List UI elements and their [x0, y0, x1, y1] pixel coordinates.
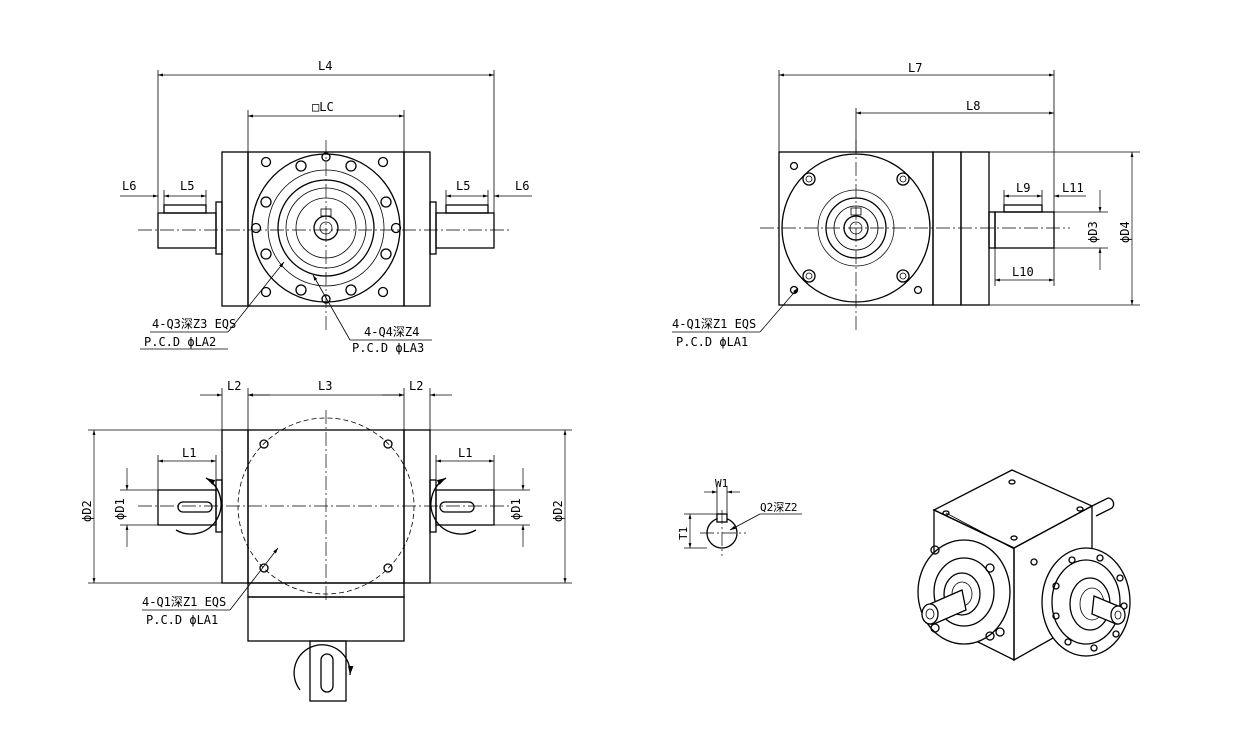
note-front-left-hole: 4-Q3深Z3 EQS — [152, 317, 236, 331]
iso-flange-holes — [1052, 554, 1128, 652]
note-q2: Q2深Z2 — [760, 501, 798, 514]
output-shaft — [309, 640, 347, 702]
dim-d1-right: ϕD1 — [509, 498, 523, 520]
dim-l5-right: L5 — [456, 179, 470, 193]
note-side-pcd: P.C.D ϕLA1 — [676, 335, 748, 349]
dim-l10: L10 — [1012, 265, 1034, 279]
dim-l5-left: L5 — [180, 179, 194, 193]
dim-w1: W1 — [715, 477, 728, 490]
dim-d4: ϕD4 — [1118, 221, 1132, 243]
note-front-right-pcd: P.C.D ϕLA3 — [352, 341, 424, 355]
note-bottom-hole: 4-Q1深Z1 EQS — [142, 595, 226, 609]
dim-l3: L3 — [318, 379, 332, 393]
dim-l2-right: L2 — [409, 379, 423, 393]
dim-l2-left: L2 — [227, 379, 241, 393]
dim-d2-right: ϕD2 — [551, 500, 565, 522]
bottom-right-shaft — [435, 489, 495, 526]
dim-l8: L8 — [966, 99, 980, 113]
left-shaft — [157, 212, 217, 249]
bottom-left-shaft — [157, 489, 217, 526]
note-bottom-pcd: P.C.D ϕLA1 — [146, 613, 218, 627]
dim-l6-left: L6 — [122, 179, 136, 193]
key-detail: W1 T1 Q2深Z2 — [677, 477, 802, 556]
dim-l1-right: L1 — [458, 446, 472, 460]
bottom-view: L2 L3 L2 L1 — [80, 379, 572, 702]
side-shaft — [994, 211, 1055, 249]
bottom-bolt-holes — [259, 439, 393, 573]
side-bolt-holes — [789, 161, 923, 295]
dim-l6-right: L6 — [515, 179, 529, 193]
right-shaft — [435, 212, 495, 249]
side-view: L7 L8 L9 L11 — [672, 61, 1140, 349]
dim-l11: L11 — [1062, 181, 1084, 195]
dim-l1-left: L1 — [182, 446, 196, 460]
note-front-left-pcd: P.C.D ϕLA2 — [144, 335, 216, 349]
dim-l7: L7 — [908, 61, 922, 75]
dim-l9: L9 — [1016, 181, 1030, 195]
flange-bolt-holes — [250, 152, 402, 304]
isometric-view — [917, 469, 1131, 662]
dim-t1: T1 — [677, 527, 690, 540]
dim-d2-left: ϕD2 — [80, 500, 94, 522]
dim-l4: L4 — [318, 59, 332, 73]
dim-d1-left: ϕD1 — [113, 498, 127, 520]
note-side-hole: 4-Q1深Z1 EQS — [672, 317, 756, 331]
dim-lc: □LC — [312, 100, 334, 114]
dim-d3: ϕD3 — [1086, 221, 1100, 243]
note-front-right-hole: 4-Q4深Z4 — [364, 325, 419, 339]
front-view: L4 □LC — [120, 59, 532, 355]
